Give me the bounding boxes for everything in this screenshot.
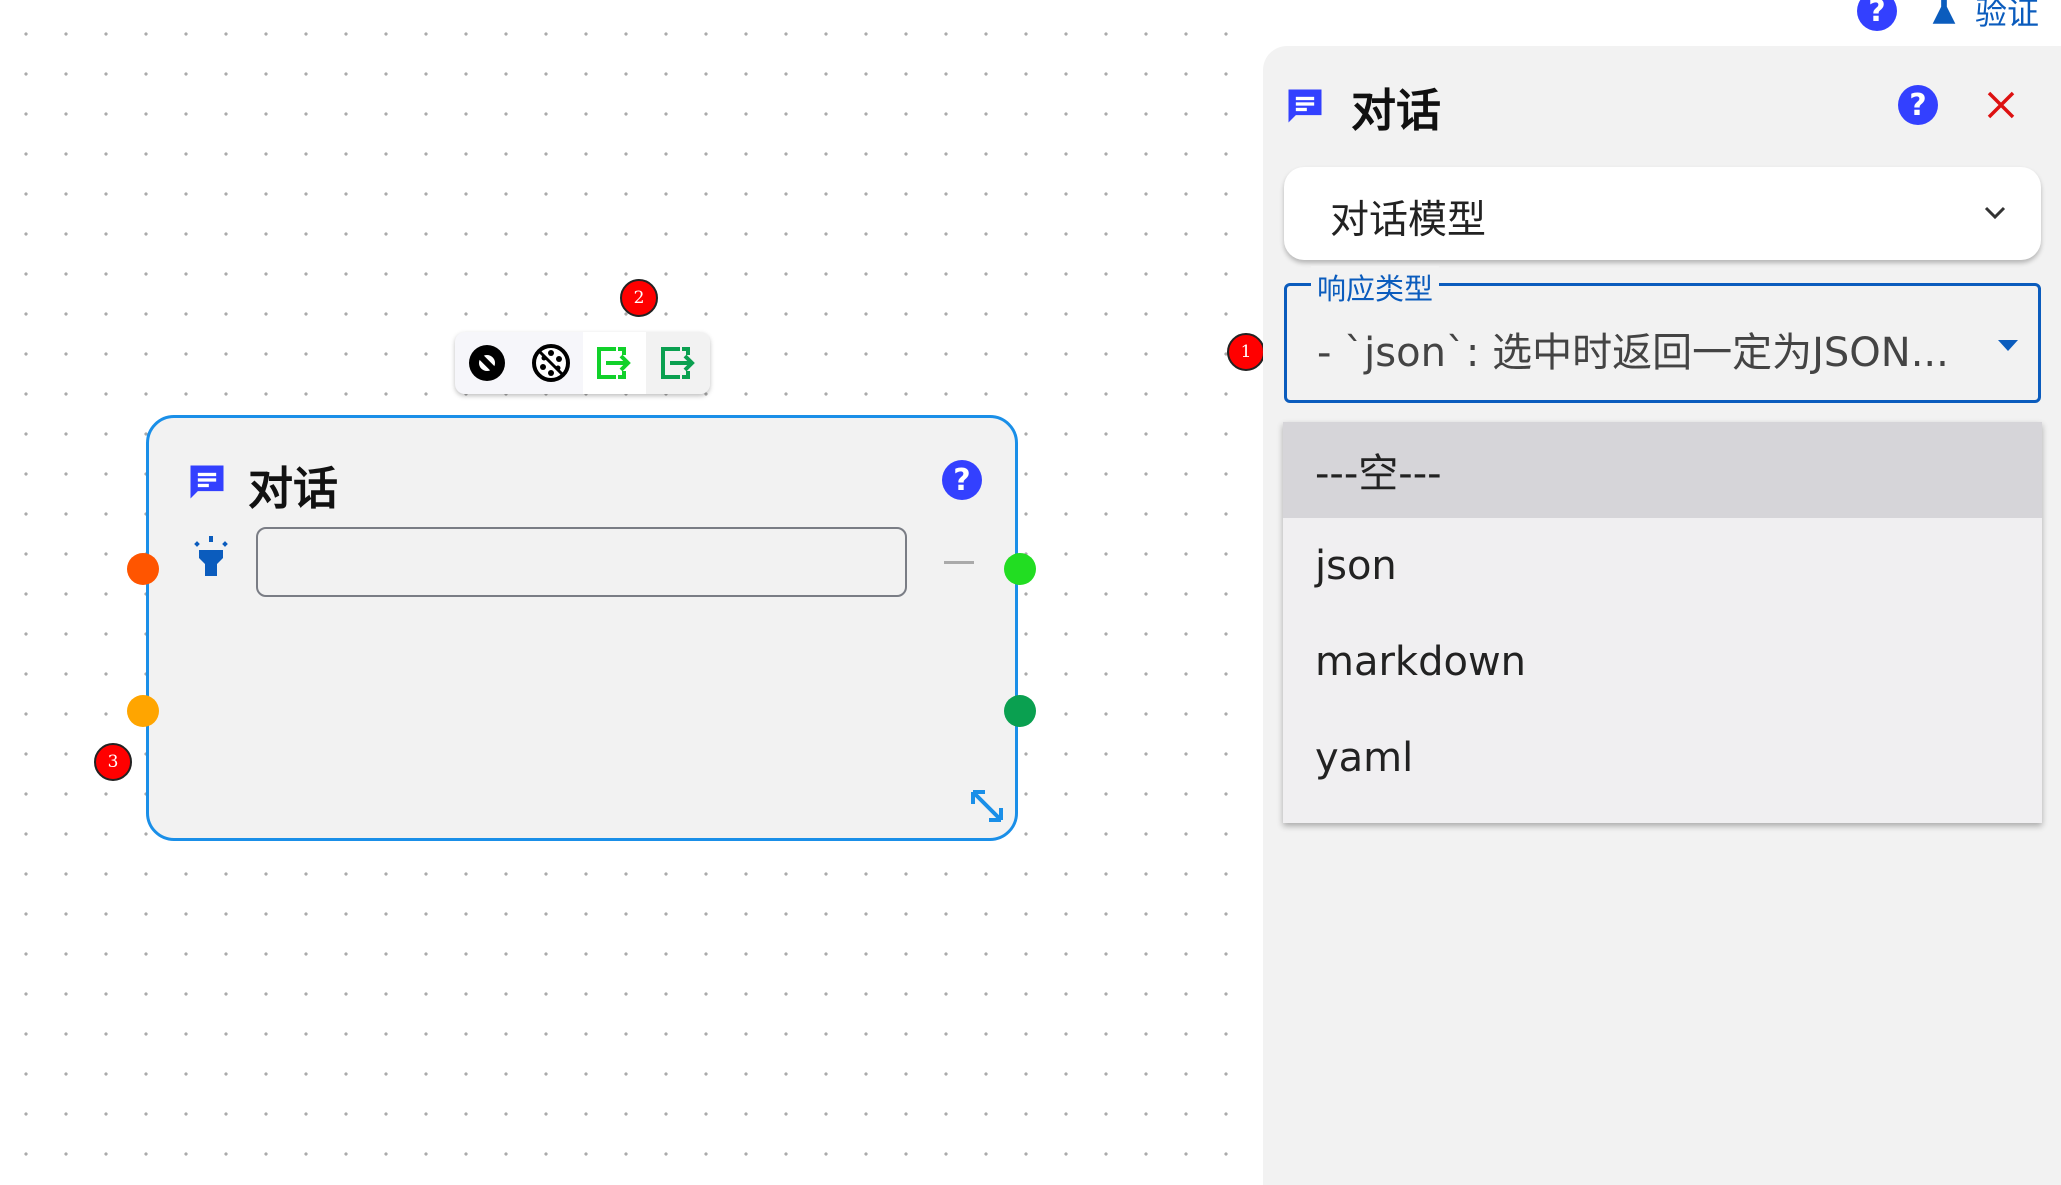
response-type-select[interactable]: 响应类型 - `json`: 选中时返回一定为JSON... [1284, 266, 2041, 403]
output-port[interactable] [1004, 553, 1036, 585]
export-icon [661, 347, 695, 379]
export-button[interactable] [582, 332, 647, 394]
random-button[interactable] [519, 332, 583, 394]
node-help-icon[interactable]: ? [942, 460, 982, 500]
input-port-2[interactable] [127, 695, 159, 727]
response-type-value: - `json`: 选中时返回一定为JSON... [1317, 330, 1949, 376]
response-type-label: 响应类型 [1311, 266, 1440, 308]
top-bar: ? 验证 [1856, 0, 2039, 34]
node-title: 对话 [248, 462, 339, 515]
option-yaml[interactable]: yaml [1315, 735, 1414, 781]
remove-icon[interactable] [944, 561, 974, 564]
close-icon[interactable] [1985, 89, 2017, 121]
chat-node[interactable]: 对话 ? [146, 415, 1018, 841]
chevron-down-icon [1984, 206, 2006, 220]
node-toolbar [455, 332, 710, 394]
option-empty[interactable]: ---空--- [1283, 422, 2042, 518]
badge-2: 2 [620, 279, 658, 317]
disable-icon [468, 345, 505, 381]
chat-icon [1288, 89, 1322, 123]
disable-button[interactable] [455, 332, 519, 394]
dropdown-arrow-icon [1998, 340, 2018, 351]
output-port-2[interactable] [1004, 695, 1036, 727]
panel-help-icon[interactable]: ? [1898, 85, 1938, 125]
response-type-menu: ---空--- json markdown yaml [1283, 422, 2042, 823]
badge-1: 1 [1227, 333, 1265, 371]
option-markdown[interactable]: markdown [1315, 639, 1527, 685]
model-select-value: 对话模型 [1330, 198, 1487, 243]
dice-icon [531, 344, 570, 382]
input-port[interactable] [127, 553, 159, 585]
panel-title: 对话 [1351, 84, 1442, 137]
validate-label: 验证 [1974, 0, 2039, 32]
export-icon [597, 347, 632, 379]
badge-3: 3 [94, 743, 132, 781]
flask-icon [1932, 0, 1956, 24]
chat-icon [190, 465, 224, 499]
lamp-icon [194, 536, 228, 576]
help-icon[interactable]: ? [1856, 0, 1897, 31]
resize-icon[interactable] [967, 786, 1007, 826]
node-input[interactable] [256, 527, 907, 597]
model-select[interactable]: 对话模型 [1284, 167, 2041, 260]
validate-button[interactable]: 验证 [1927, 0, 2039, 34]
export-button-2[interactable] [646, 332, 710, 394]
option-json[interactable]: json [1315, 543, 1397, 589]
property-panel: 对话 ? 对话模型 响应类型 - `json`: 选中时返回一定为JSON...… [1263, 46, 2061, 1185]
